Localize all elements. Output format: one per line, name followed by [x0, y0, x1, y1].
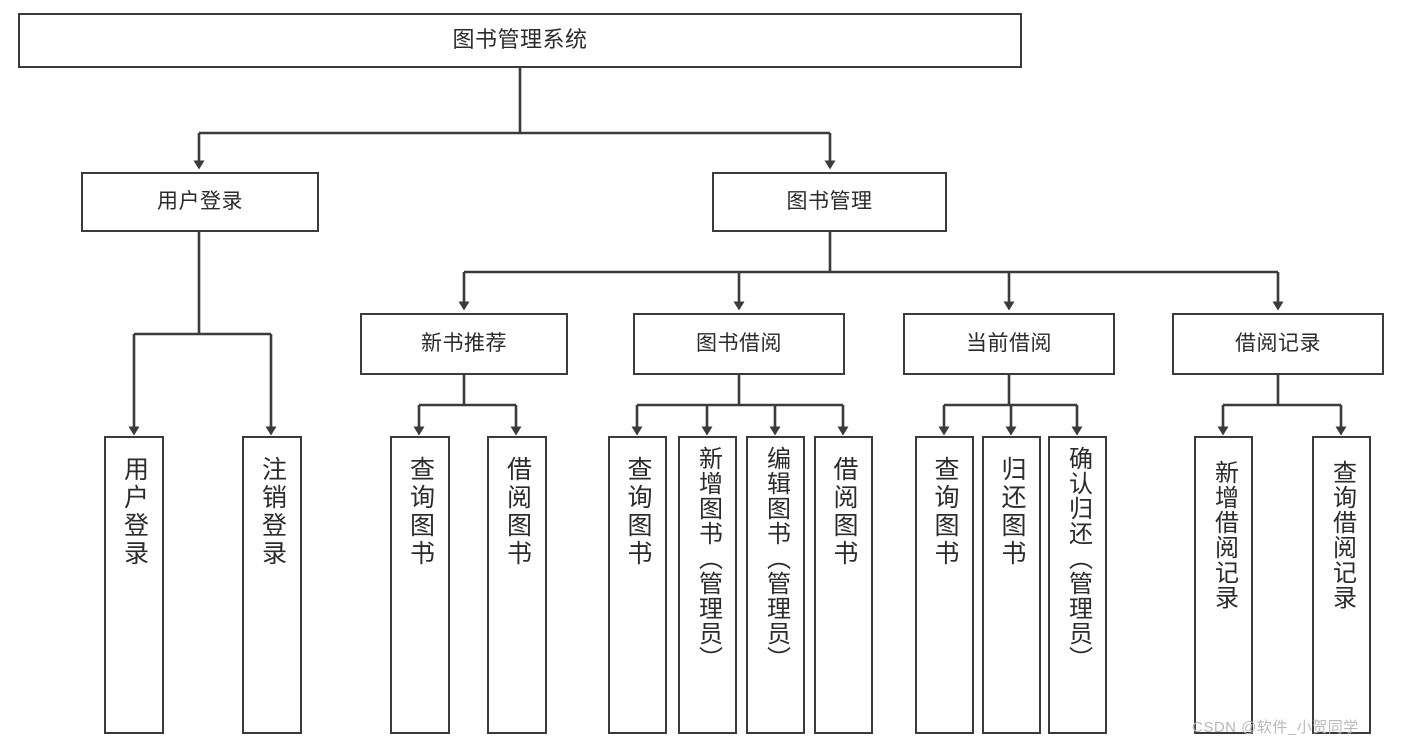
node-label: 查询图书 — [406, 456, 435, 568]
node-label: 当前借阅 — [966, 332, 1052, 356]
node-label: 归还图书 — [998, 456, 1026, 568]
leaf-query-book-borrow[interactable]: 查询图书 — [608, 436, 667, 734]
node-label: 查询图书 — [624, 456, 652, 568]
node-label: 图书管理 — [786, 190, 873, 214]
node-borrow-record[interactable]: 借阅记录 — [1172, 313, 1384, 375]
leaf-query-book-recommend[interactable]: 查询图书 — [390, 436, 450, 734]
node-label: 用户登录 — [157, 190, 243, 214]
node-label: 新增图书（管理员） — [694, 446, 722, 671]
leaf-return-book[interactable]: 归还图书 — [982, 436, 1041, 734]
leaf-user-login[interactable]: 用户登录 — [104, 436, 164, 734]
node-label: 查询借阅记录 — [1328, 460, 1356, 610]
leaf-borrow-book-borrow[interactable]: 借阅图书 — [814, 436, 873, 734]
node-label: 确认归还（管理员） — [1064, 446, 1092, 671]
node-new-book-recommend[interactable]: 新书推荐 — [360, 313, 568, 375]
leaf-query-borrow-record[interactable]: 查询借阅记录 — [1312, 436, 1371, 734]
leaf-query-book-current[interactable]: 查询图书 — [915, 436, 974, 734]
leaf-confirm-return[interactable]: 确认归还（管理员） — [1048, 436, 1107, 734]
node-user-login[interactable]: 用户登录 — [81, 172, 319, 232]
node-label: 新书推荐 — [421, 332, 507, 356]
node-label: 借阅图书 — [830, 456, 858, 568]
node-root-system[interactable]: 图书管理系统 — [18, 13, 1022, 68]
node-label: 查询图书 — [931, 456, 959, 568]
node-label: 新增借阅记录 — [1210, 460, 1238, 610]
watermark-label: CSDN @软件_小贺同学 — [1192, 719, 1359, 736]
leaf-borrow-book-recommend[interactable]: 借阅图书 — [487, 436, 547, 734]
leaf-logout[interactable]: 注销登录 — [242, 436, 302, 734]
leaf-edit-book[interactable]: 编辑图书（管理员） — [746, 436, 805, 734]
node-book-borrow[interactable]: 图书借阅 — [633, 313, 845, 375]
node-label: 用户登录 — [120, 456, 149, 568]
node-current-borrow[interactable]: 当前借阅 — [903, 313, 1115, 375]
node-label: 图书借阅 — [696, 332, 782, 356]
leaf-add-borrow-record[interactable]: 新增借阅记录 — [1194, 436, 1253, 734]
node-label: 借阅记录 — [1235, 332, 1321, 356]
node-label: 编辑图书（管理员） — [762, 446, 790, 671]
node-label: 图书管理系统 — [452, 27, 588, 53]
node-label: 注销登录 — [258, 456, 287, 568]
leaf-add-book[interactable]: 新增图书（管理员） — [678, 436, 737, 734]
node-book-manage[interactable]: 图书管理 — [712, 172, 947, 232]
node-label: 借阅图书 — [503, 456, 532, 568]
